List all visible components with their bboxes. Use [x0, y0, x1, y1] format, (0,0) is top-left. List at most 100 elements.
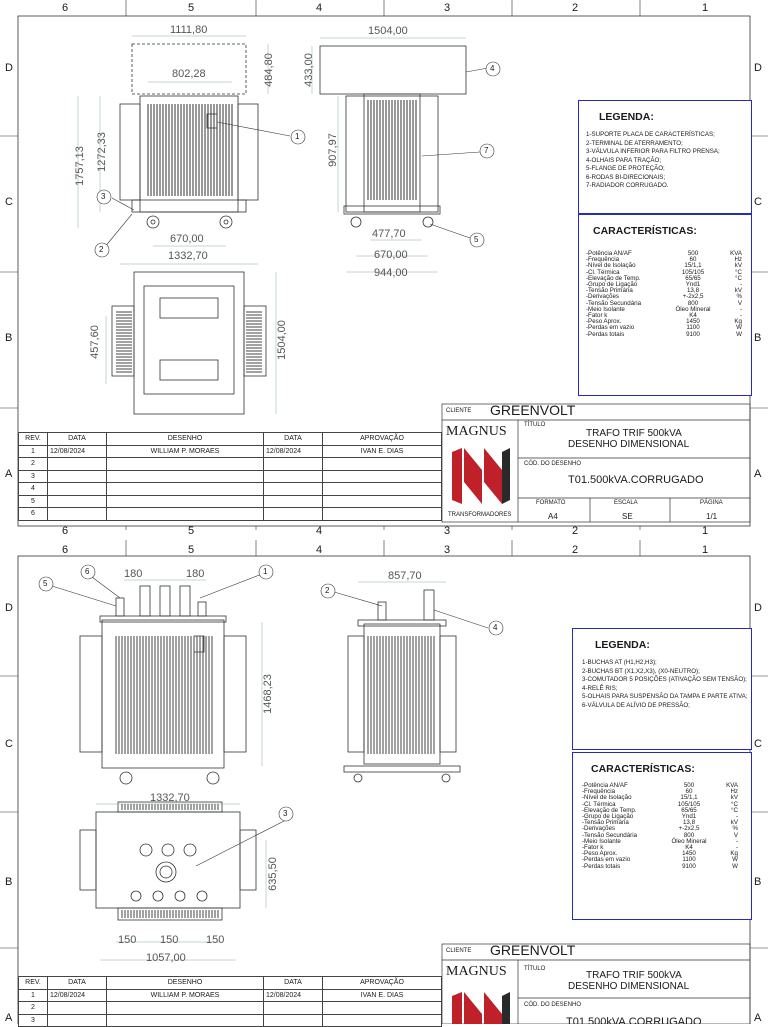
legend-item: 6-RODAS BI-DIRECIONAIS; [586, 173, 666, 181]
legend-box-2: LEGENDA: 1-BUCHAS AT (H1,H2,H3); 2-BUCHA… [572, 628, 752, 750]
plan-fins-2 [121, 804, 219, 918]
zone-col-4: 4 [316, 2, 323, 14]
client-label: CLIENTE [446, 408, 472, 414]
dim-height-2: 1468,23 [261, 674, 274, 714]
title-label: TÍTULO [524, 966, 546, 972]
legend-item: 4-RELÊ RIS; [582, 684, 618, 692]
revision-row: 5 [18, 494, 442, 508]
dim-150-c: 150 [206, 934, 225, 946]
zone-row-b-right: B [754, 332, 762, 344]
balloon-5: 5 [43, 579, 48, 588]
title-line-2: DESENHO DIMENSIONAL [568, 981, 690, 992]
dim-wheels-span: 670,00 [170, 233, 204, 245]
zone-ticks [0, 540, 768, 949]
front-fins-2 [115, 636, 213, 754]
magnus-logo [452, 992, 510, 1024]
zone-col-4: 4 [316, 544, 323, 556]
legend-item: 3-COMUTADOR 5 POSIÇÕES (ATIVAÇÃO SEM TEN… [582, 676, 747, 683]
zone-row-c-right: C [754, 738, 762, 750]
zone-col-6: 6 [62, 544, 69, 556]
legend-item: 2-BUCHAS BT (X1,X2,X3), (X0-NEUTRO); [582, 667, 700, 675]
dim-height-total: 1757,13 [73, 146, 86, 186]
zone-col-2-bottom: 2 [572, 525, 579, 537]
legend-item: 2-TERMINAL DE ATERRAMENTO; [586, 139, 683, 147]
balloon-3: 3 [101, 192, 106, 201]
dim-side-670: 670,00 [374, 249, 408, 261]
revision-row: 3 [18, 469, 442, 483]
balloon-1: 1 [263, 567, 268, 576]
drawing-code: T01.500kVA.CORRUGADO [568, 474, 704, 486]
side-fins-2 [367, 636, 435, 754]
zone-col-5: 5 [188, 544, 195, 556]
dim-side-body-height: 907,97 [326, 133, 339, 167]
zone-row-a-right: A [754, 468, 762, 480]
revision-row: 3 [18, 1013, 442, 1027]
dim-plan-depth-2: 635,50 [266, 857, 279, 891]
dim-pitch-b: 180 [186, 568, 205, 580]
zone-col-4-bottom: 4 [316, 525, 323, 537]
plan-dim-lines-2 [96, 803, 267, 961]
brand-name: MAGNUS [446, 424, 507, 439]
legend-item: 3-VÁLVULA INFERIOR PARA FILTRO PRENSA; [586, 148, 720, 155]
balloon-2: 2 [99, 245, 104, 254]
zone-row-d: D [5, 602, 13, 614]
zone-row-a: A [5, 468, 13, 480]
plan-fins [116, 311, 262, 373]
front-view-2 [79, 585, 247, 785]
scale-value: SE [622, 512, 633, 521]
zone-row-a-right: A [754, 1012, 762, 1024]
scale-label: ESCALA [614, 500, 638, 506]
dim-top-box-height: 484,80 [262, 53, 275, 87]
zone-col-1: 1 [702, 2, 709, 14]
balloon-7: 7 [484, 146, 489, 155]
dim-front-inner-width: 802,28 [172, 68, 206, 80]
balloon-3: 3 [283, 809, 288, 818]
dim-side-top-height: 433,00 [302, 53, 315, 87]
drawing-code-label: CÓD. DO DESENHO [524, 1002, 582, 1008]
char-row-taps: -Derivações+-2x2,5% [582, 825, 738, 833]
dim-height-body: 1272,33 [95, 132, 108, 172]
client-name: GREENVOLT [490, 402, 576, 418]
zone-col-2: 2 [572, 2, 579, 14]
brand-name: MAGNUS [446, 964, 507, 979]
zone-row-b: B [5, 332, 13, 344]
drawing-code: T01.500kVA.CORRUGADO [566, 1016, 702, 1024]
dim-overall-width: 1332,70 [168, 250, 208, 262]
sheet2-drawing [0, 540, 768, 1024]
dim-side-top-width: 1504,00 [368, 25, 408, 37]
balloon-1: 1 [295, 132, 300, 141]
legend-item: 1-BUCHAS AT (H1,H2,H3); [582, 659, 657, 666]
zone-col-3-bottom: 3 [444, 525, 451, 537]
balloon-6: 6 [85, 567, 90, 576]
plan-dim-lines [105, 272, 277, 414]
leaders [94, 61, 501, 258]
dim-side-width: 857,70 [388, 570, 422, 582]
balloon-4: 4 [490, 64, 495, 73]
characteristics-title: CARACTERÍSTICAS: [591, 763, 695, 775]
zone-ticks [0, 0, 768, 530]
magnus-logo [452, 448, 510, 504]
title-line-2: DESENHO DIMENSIONAL [568, 439, 690, 450]
